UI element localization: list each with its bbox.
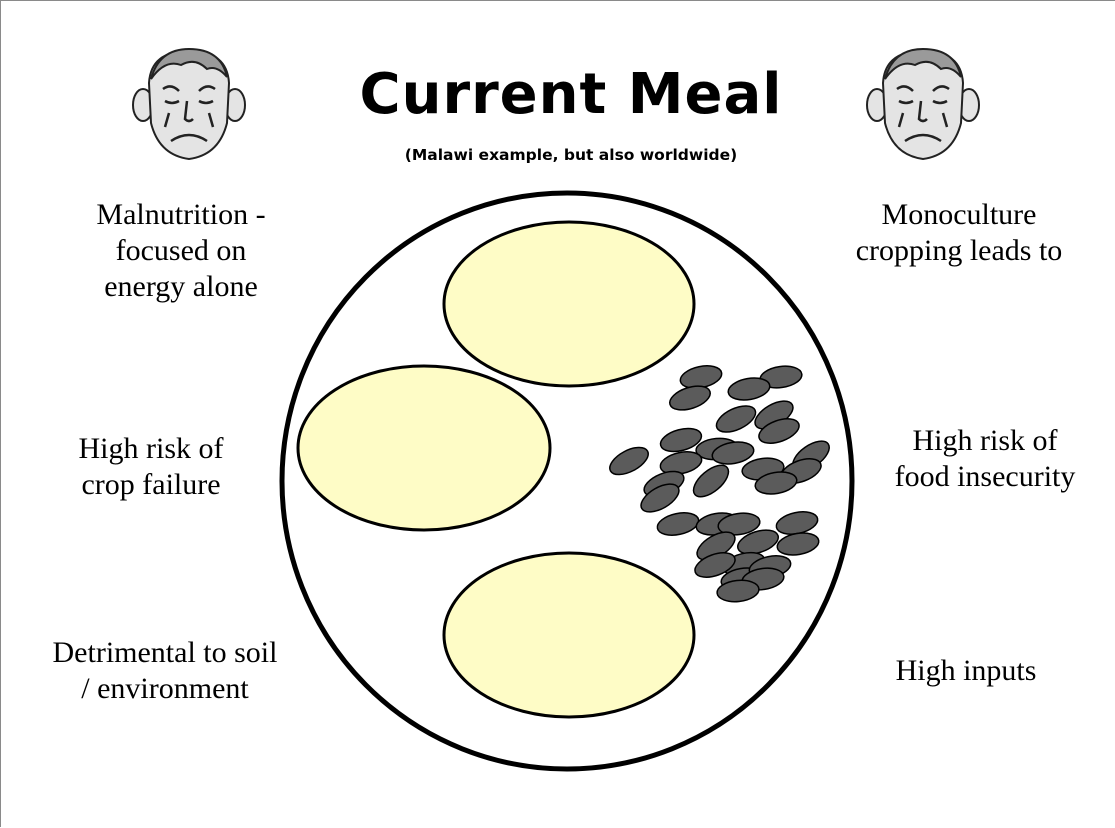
staple-portion	[444, 222, 694, 386]
label-soil-environment: Detrimental to soil / environment	[6, 635, 324, 707]
label-high-inputs: High inputs	[851, 653, 1081, 689]
label-monoculture: Monoculture cropping leads to	[811, 197, 1107, 269]
staple-portion	[444, 553, 694, 717]
label-food-insecurity: High risk of food insecurity	[856, 423, 1114, 495]
staple-portion	[298, 366, 550, 530]
label-malnutrition: Malnutrition - focused on energy alone	[43, 197, 319, 305]
label-crop-failure: High risk of crop failure	[29, 431, 273, 503]
